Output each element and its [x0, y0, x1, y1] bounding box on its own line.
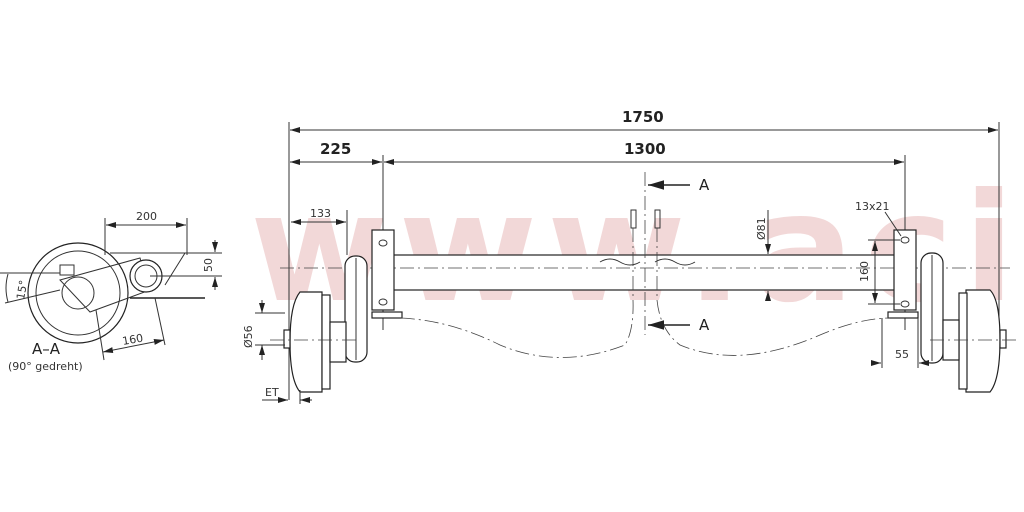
dimension-label-1750: 1750: [622, 108, 664, 126]
dimension-hub-diameter: Ø56: [242, 300, 285, 360]
dimension-label-200: 200: [136, 210, 157, 223]
right-brake-backplate: [920, 252, 944, 364]
dimension-133: 133: [291, 207, 348, 255]
dimension-label-133: 133: [310, 207, 331, 220]
dimension-label-hub-diameter: Ø56: [242, 325, 255, 348]
dimension-55: 55: [871, 318, 929, 368]
dimension-hole-spacing: 160: [858, 239, 900, 305]
dimension-label-et: ET: [265, 386, 279, 399]
dimension-1300: 1300 225: [290, 140, 906, 330]
axle-tube: [280, 254, 1010, 291]
section-title: A–A: [32, 340, 61, 358]
dimension-tube-diameter: Ø81: [755, 210, 771, 301]
dimension-bracket-holes: 13x21: [855, 200, 902, 237]
dimension-1750: 1750: [288, 108, 1000, 400]
section-marker-label-bottom: A: [699, 316, 710, 334]
section-marker: A A: [644, 172, 710, 335]
dimension-label-160: 160: [858, 261, 871, 282]
dimension-label-1300: 1300: [624, 140, 666, 158]
right-bracket: [887, 229, 919, 319]
section-note: (90° gedreht): [8, 360, 83, 373]
dimension-label-section-160: 160: [121, 332, 144, 348]
dimension-label-15deg: 15°: [14, 279, 30, 300]
dimension-label-50: 50: [202, 258, 215, 272]
left-bracket: [371, 229, 403, 319]
left-brake-backplate: [344, 255, 368, 363]
section-marker-label-top: A: [699, 176, 710, 194]
section-view: 200 50 160 15° A–A (90° gedreht): [0, 210, 222, 373]
dimension-label-55: 55: [895, 348, 909, 361]
dimension-label-225: 225: [320, 140, 351, 158]
left-hub-drum: [270, 291, 360, 393]
brake-cables: [399, 209, 891, 358]
dimension-label-13x21: 13x21: [855, 200, 890, 213]
right-hub-drum: [930, 289, 1020, 393]
dimension-et: ET: [262, 386, 312, 404]
dimension-label-81: Ø81: [755, 217, 768, 240]
